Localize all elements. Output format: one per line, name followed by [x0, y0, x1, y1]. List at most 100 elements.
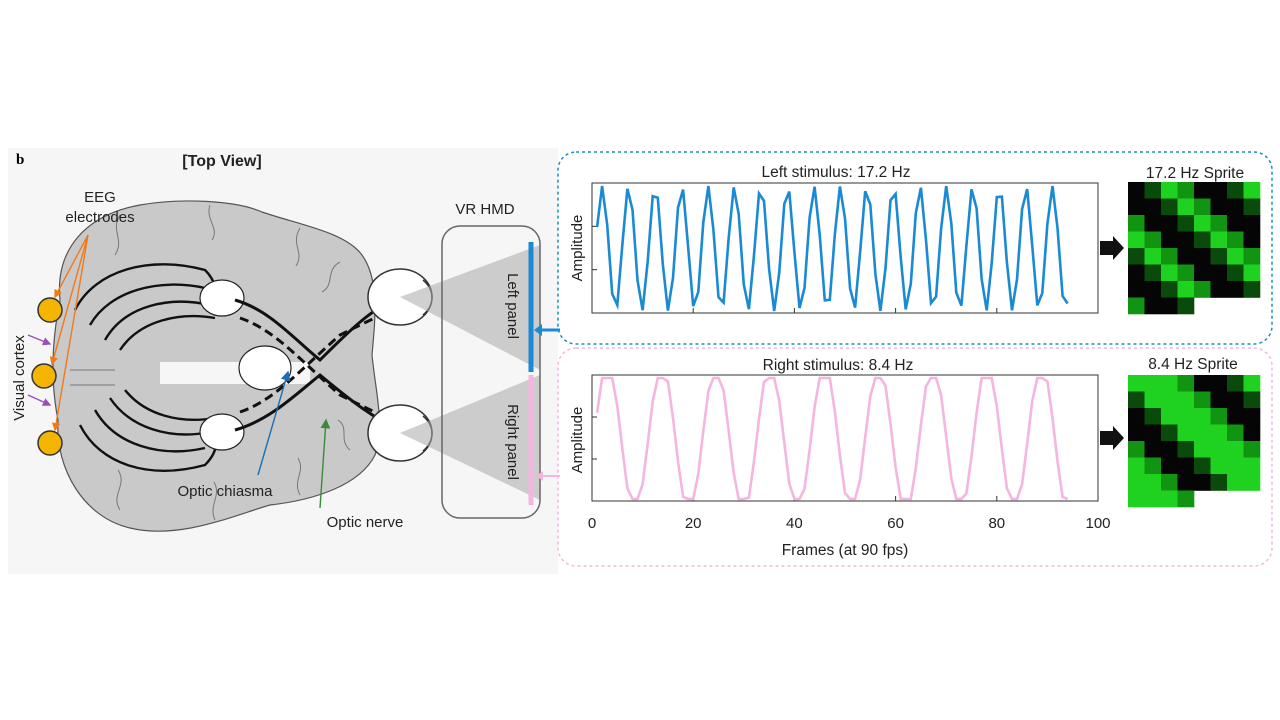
x-tick-label: 100 — [1085, 515, 1110, 532]
view-title: [Top View] — [182, 153, 261, 170]
sprite-pixel — [1161, 264, 1178, 282]
sprite-pixel — [1128, 198, 1145, 216]
sprite-pixel — [1144, 391, 1162, 409]
sprite-pixel — [1128, 297, 1145, 315]
sprite-pixel — [1128, 424, 1145, 442]
sprite-pixel — [1177, 248, 1195, 265]
sprite-pixel — [1161, 408, 1178, 425]
sprite-pixel — [1210, 182, 1228, 199]
sprite-pixel — [1177, 231, 1195, 249]
sprite-pixel — [1210, 198, 1228, 216]
electrode-1 — [37, 297, 63, 323]
sprite-pixel — [1227, 281, 1244, 298]
sprite-pixel — [1243, 264, 1261, 282]
sprite-pixel — [1227, 215, 1244, 232]
sprite-pixel — [1144, 375, 1162, 392]
sprite-pixel — [1227, 474, 1244, 491]
sprite-pixel — [1243, 474, 1261, 491]
sprite-pixel — [1194, 215, 1211, 232]
sprite-pixel — [1161, 457, 1178, 475]
lgn-right — [199, 413, 245, 451]
sprite-pixel — [1243, 198, 1261, 216]
sprite-pixel — [1177, 474, 1195, 491]
sprite-pixel — [1243, 231, 1261, 249]
sprite-pixel — [1177, 490, 1195, 508]
sprite-pixel — [1161, 231, 1178, 249]
sprite-pixel — [1161, 424, 1178, 442]
sprite-pixel — [1210, 264, 1228, 282]
sprite-pixel — [1128, 490, 1145, 508]
sprite-pixel — [1227, 408, 1244, 425]
sprite-pixel — [1194, 264, 1211, 282]
x-tick-label: 20 — [685, 515, 702, 532]
sprite-pixel — [1161, 375, 1178, 392]
panel-letter: b — [16, 152, 24, 168]
right-chart-ylabel: Amplitude — [569, 407, 586, 474]
midbrain — [238, 345, 292, 391]
sprite-pixel — [1144, 264, 1162, 282]
sprite-pixel — [1177, 375, 1195, 392]
sprite-pixel — [1227, 264, 1244, 282]
sprite-pixel — [1177, 215, 1195, 232]
brain-sulci — [70, 204, 351, 521]
brain-diagram — [52, 200, 540, 532]
sprite-pixel — [1210, 457, 1228, 475]
sprite-pixel — [1194, 441, 1211, 458]
sprite-pixel — [1177, 198, 1195, 216]
sprite-pixel — [1227, 231, 1244, 249]
left-sprite-image — [1128, 182, 1261, 315]
sprite-pixel — [1177, 264, 1195, 282]
left-chart-ylabel: Amplitude — [569, 215, 586, 282]
sprite-pixel — [1227, 248, 1244, 265]
left-panel-label: Left panel — [504, 273, 521, 339]
sprite-pixel — [1194, 198, 1211, 216]
sprite-pixel — [1243, 281, 1261, 298]
sprite-pixel — [1194, 281, 1211, 298]
right-wave-line — [595, 376, 1069, 501]
sprite-pixel — [1177, 408, 1195, 425]
sprite-pixel — [1144, 248, 1162, 265]
sprite-pixel — [1227, 424, 1244, 442]
sprite-pixel — [1194, 248, 1211, 265]
optic-chiasma-label: Optic chiasma — [177, 483, 273, 500]
visual-cortex-label: Visual cortex — [11, 335, 28, 421]
left-chart-plot-area — [591, 182, 1099, 314]
sprite-pixel — [1243, 375, 1261, 392]
sprite-pixel — [1128, 215, 1145, 232]
sprite-pixel — [1161, 215, 1178, 232]
right-chart-title: Right stimulus: 8.4 Hz — [763, 357, 914, 374]
sprite-pixel — [1210, 281, 1228, 298]
x-tick-label: 0 — [588, 515, 596, 532]
optic-nerve-label: Optic nerve — [327, 514, 404, 531]
lgn-left — [199, 279, 245, 317]
sprite-pixel — [1144, 424, 1162, 442]
x-tick-label: 40 — [786, 515, 803, 532]
sprite-pixel — [1194, 231, 1211, 249]
sprite-pixel — [1210, 375, 1228, 392]
sprite-pixel — [1243, 424, 1261, 442]
electrode-2 — [31, 363, 57, 389]
sprite-pixel — [1128, 457, 1145, 475]
sprite-pixel — [1210, 215, 1228, 232]
sprite-pixel — [1177, 391, 1195, 409]
sprite-pixel — [1227, 441, 1244, 458]
sprite-pixel — [1194, 474, 1211, 491]
left-wave-line — [595, 185, 1069, 312]
sprite-pixel — [1144, 457, 1162, 475]
sprite-pixel — [1128, 408, 1145, 425]
sprite-pixel — [1210, 248, 1228, 265]
sprite-pixel — [1227, 391, 1244, 409]
sprite-pixel — [1210, 474, 1228, 491]
sprite-pixel — [1243, 182, 1261, 199]
right-sprite-image — [1128, 375, 1261, 508]
sprite-pixel — [1144, 490, 1162, 508]
sprite-pixel — [1177, 424, 1195, 442]
chiasma-arrow — [257, 370, 291, 476]
right-stimulus-box — [557, 347, 1273, 567]
sprite-pixel — [1227, 182, 1244, 199]
sprite-pixel — [1194, 391, 1211, 409]
sprite-pixel — [1161, 441, 1178, 458]
sprite-pixel — [1128, 248, 1145, 265]
sprite-pixel — [1161, 248, 1178, 265]
